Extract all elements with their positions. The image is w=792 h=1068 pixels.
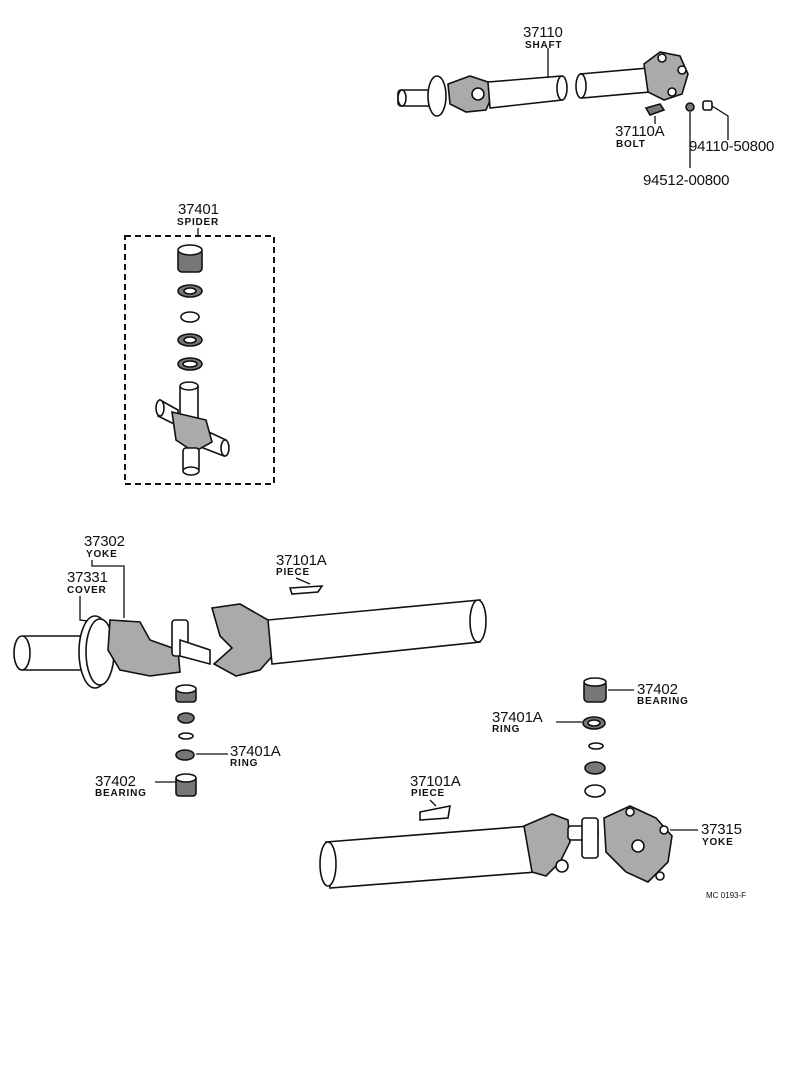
bearing-rear-part-number: 37402 [637,681,678,698]
piece-rear-part-number: 37101A [410,773,461,790]
label-bearing-front: 37402 BEARING [95,773,147,799]
piece-rear-part-name: PIECE [411,788,445,799]
spider-part-name: SPIDER [177,217,219,228]
piece-front-part-number: 37101A [276,552,327,569]
cover-part-name: COVER [67,585,107,596]
label-piece-rear: 37101A PIECE [410,773,461,799]
bearing-front-part-number: 37402 [95,773,136,790]
shaft-part-name: SHAFT [525,40,562,51]
yoke-front-part-name: YOKE [86,549,118,560]
spider-kit-box [124,235,275,485]
shaft-assembly-drawing [397,51,713,117]
label-bearing-rear: 37402 BEARING [637,681,689,707]
ring-front-part-number: 37401A [230,743,281,760]
ring-rear-part-name: RING [492,724,520,735]
yoke-rear-part-name: YOKE [702,837,734,848]
label-cover: 37331 COVER [67,569,108,596]
bearing-rear-part-name: BEARING [637,696,689,707]
yoke-rear-part-number: 37315 [701,821,742,838]
label-spider: 37401 SPIDER [177,201,219,228]
nut-part-number: 94110-50800 [689,138,774,155]
yoke-front-part-number: 37302 [84,533,125,550]
front-propeller-shaft-drawing [13,585,487,797]
ring-rear-part-number: 37401A [492,709,543,726]
spider-kit-drawing [155,244,230,476]
bolt-part-name: BOLT [616,139,646,150]
shaft-part-number: 37110 [523,24,563,41]
washer-part-number: 94512-00800 [643,172,729,189]
label-yoke-rear: 37315 YOKE [701,821,742,848]
piece-front-part-name: PIECE [276,567,310,578]
label-ring-rear: 37401A RING [492,709,543,735]
rear-propeller-shaft-drawing [319,677,673,889]
label-shaft: 37110 SHAFT [523,24,563,51]
bolt-part-number: 37110A [615,123,665,140]
label-ring-front: 37401A RING [230,743,281,769]
ring-front-part-name: RING [230,758,258,769]
label-yoke-front: 37302 YOKE [84,533,125,560]
label-bolt: 37110A BOLT [615,123,665,150]
cover-part-number: 37331 [67,569,108,586]
label-piece-front: 37101A PIECE [276,552,327,578]
diagram-code: MC 0193-F [706,891,746,900]
bearing-front-part-name: BEARING [95,788,147,799]
spider-part-number: 37401 [178,201,219,218]
